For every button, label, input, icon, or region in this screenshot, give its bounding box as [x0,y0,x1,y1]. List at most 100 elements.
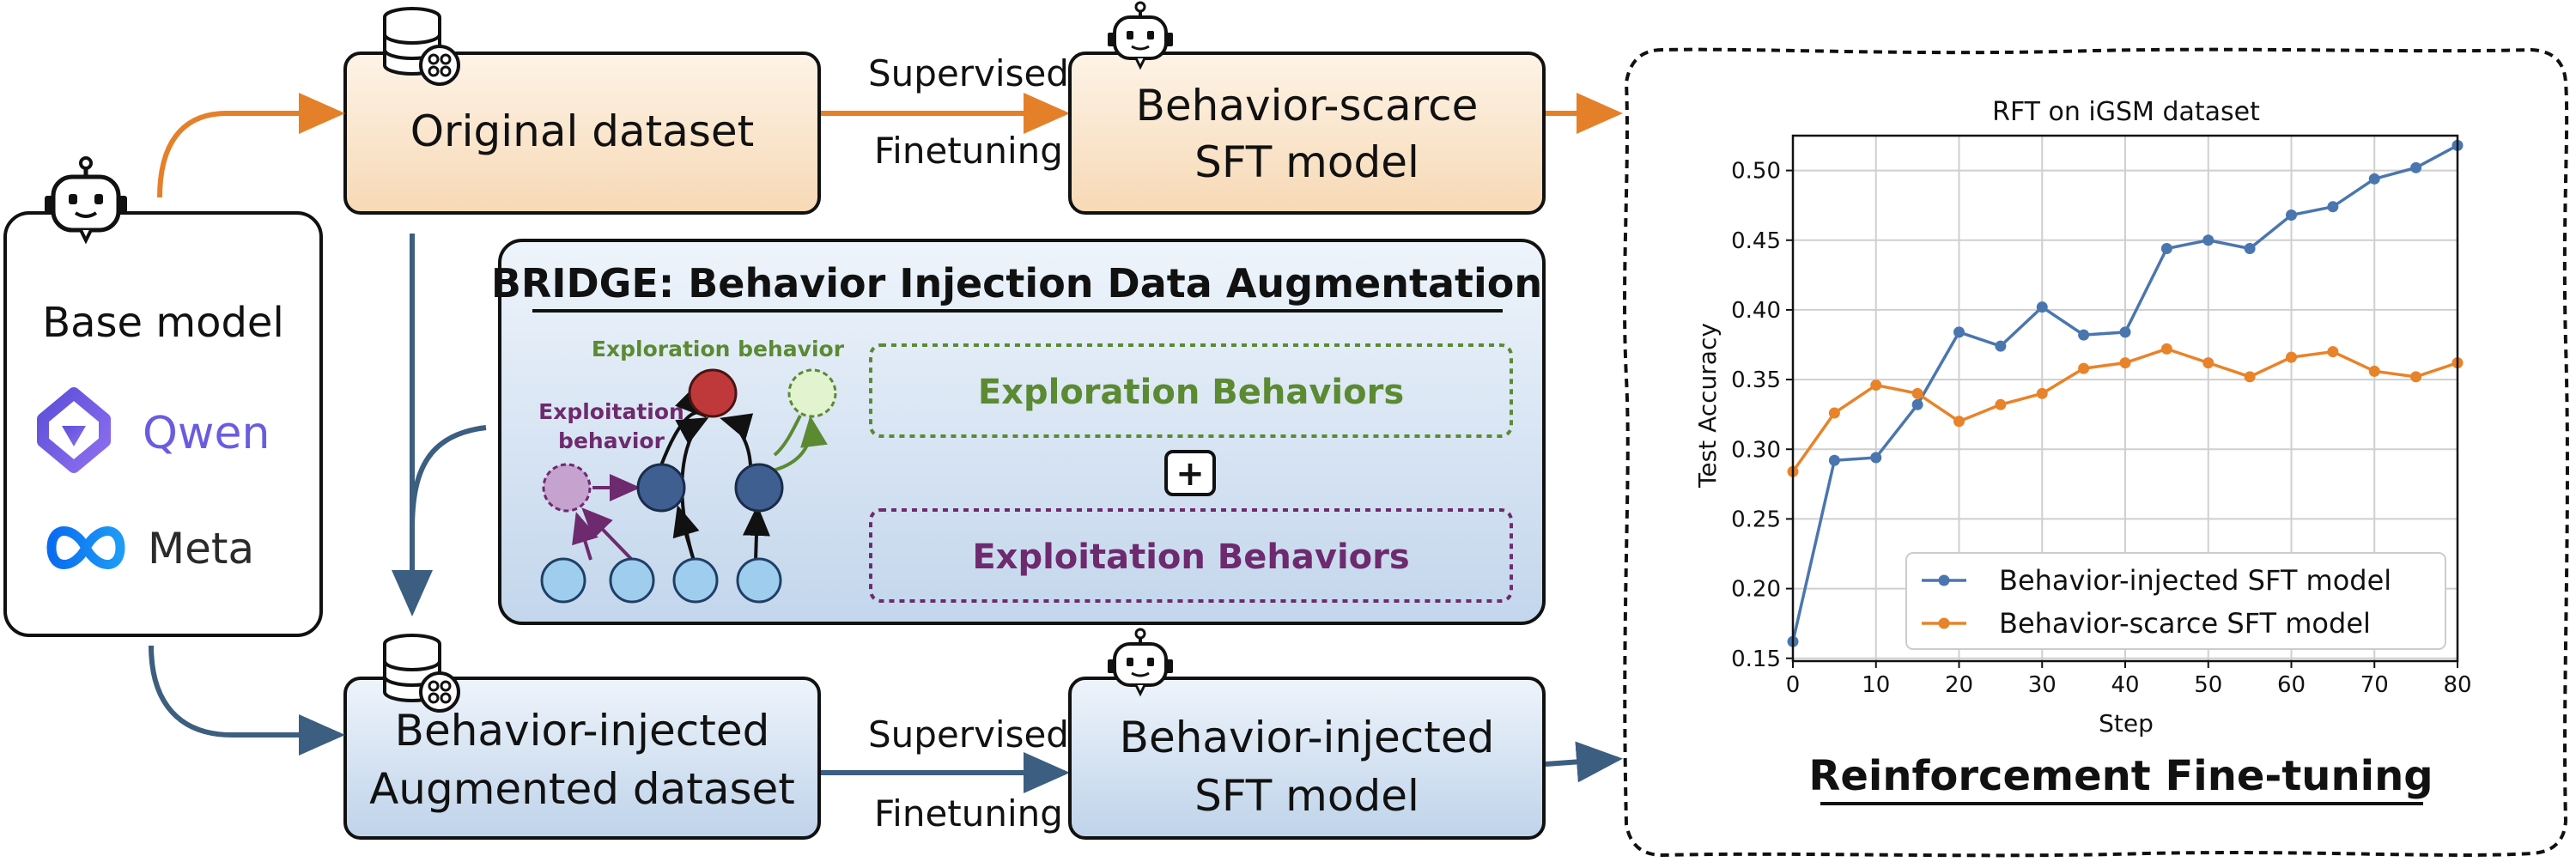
rft-accuracy-chart: RFT on iGSM dataset Step Test Accuracy 0… [1693,97,2472,738]
robot-icon [45,156,127,245]
data-point-1 [1953,416,1965,428]
augmented-dataset-box [343,677,821,840]
graph-edge [720,413,754,466]
y-tick-label: 0.20 [1731,577,1781,603]
robot-icon [1108,1,1173,70]
data-point-0 [2244,242,2256,254]
graph-node-exploitation [542,463,592,513]
chart-xlabel: Step [2099,709,2154,738]
database-icon [383,7,460,86]
exploitation-behavior-label-line2: behavior [558,428,665,453]
graph-edge-exploration [773,415,802,457]
data-point-1 [1828,407,1840,419]
plus-icon: + [1176,454,1205,494]
data-point-0 [2160,242,2172,254]
exploitation-behaviors-label: Exploitation Behaviors [972,537,1409,577]
graph-node-exploration [787,368,837,418]
behavior-injected-model-box [1068,677,1546,840]
data-point-0 [2286,209,2297,222]
data-point-0 [1953,326,1965,338]
legend-box [1905,552,2446,650]
data-point-1 [2410,371,2422,383]
qwen-logo-icon [37,387,111,473]
base-model-label: Base model [42,299,284,347]
data-point-1 [2036,387,2048,399]
bottom-to-rft-arrow [1545,741,1623,783]
exploration-behaviors-label: Exploration Behaviors [978,373,1404,412]
data-point-1 [1995,398,2007,410]
meta-label: Meta [148,524,254,574]
original-dataset-label: Original dataset [410,106,755,156]
x-tick-label: 10 [1862,672,1890,698]
data-point-0 [2202,234,2215,246]
behavior-scarce-line2: SFT model [1194,137,1419,187]
plus-icon-box [1164,450,1216,496]
data-point-1 [2119,357,2131,369]
base-model-panel: Base model Qwen Meta [3,211,323,637]
behavior-graph [540,368,837,604]
base-to-original-arrow [157,93,345,198]
data-point-1 [1911,387,1923,399]
x-tick-label: 60 [2277,672,2306,698]
data-point-0 [1828,454,1840,466]
legend-entry-label: Behavior-scarce SFT model [1999,607,2371,640]
bridge-title: BRIDGE: Behavior Injection Data Augmenta… [491,260,1542,307]
graph-node-leaf [736,557,782,604]
x-tick-label: 70 [2360,672,2389,698]
exploration-behaviors-box [869,343,1513,438]
base-to-augmented-arrow [149,645,345,756]
meta-logo-icon [46,526,125,569]
chart-ylabel: Test Accuracy [1693,323,1722,489]
exploration-behavior-label: Exploration behavior [592,337,845,361]
data-point-1 [2078,362,2090,374]
augmented-dataset-line1: Behavior-injected [395,706,770,756]
data-point-1 [2202,357,2215,369]
y-tick-label: 0.25 [1731,507,1781,532]
data-point-0 [1995,340,2007,352]
exploitation-behavior-label-line1: Exploitation [538,399,684,424]
exploitation-behaviors-box [869,508,1513,603]
graph-node-mid [734,463,784,513]
data-point-0 [2368,173,2380,185]
chart-title: RFT on iGSM dataset [1992,97,2260,127]
top-sft-upper-label: Supervised [868,52,1069,94]
y-tick-label: 0.15 [1731,646,1781,672]
behavior-scarce-line1: Behavior-scarce [1136,81,1479,131]
robot-icon [1108,628,1173,697]
graph-node-root [688,368,738,418]
bottom-sft-lower-label: Finetuning [874,792,1063,835]
graph-edge-exploitation [581,507,635,563]
original-dataset-box [343,52,821,215]
y-tick-label: 0.30 [1731,437,1781,463]
top-sft-lower-label: Finetuning [874,130,1063,172]
graph-edge [742,505,770,562]
x-tick-label: 80 [2443,672,2471,698]
y-tick-label: 0.50 [1731,159,1781,185]
data-point-1 [2160,343,2172,355]
graph-edge-exploration [772,416,828,472]
legend-entry-label: Behavior-injected SFT model [1999,564,2391,597]
chart-series [1787,139,2464,647]
data-point-0 [2410,161,2422,173]
behavior-injected-line2: SFT model [1194,771,1419,821]
legend-swatch-marker [1938,574,1950,586]
data-point-1 [1870,379,1882,392]
database-icon [383,634,460,713]
x-tick-label: 40 [2111,672,2139,698]
x-tick-label: 20 [1945,672,1973,698]
data-point-0 [2078,329,2090,341]
behavior-scarce-model-box [1068,52,1546,215]
data-point-0 [2119,326,2131,338]
chart-legend: Behavior-injected SFT modelBehavior-scar… [1905,552,2446,650]
rft-panel [1623,47,2569,858]
bottom-sft-upper-label: Supervised [868,713,1069,756]
graph-node-leaf [540,557,586,604]
graph-node-mid [636,463,686,513]
data-point-1 [2368,365,2380,377]
data-point-1 [2244,371,2256,383]
x-tick-label: 30 [2028,672,2057,698]
bridge-to-augmented-connector [410,425,487,530]
augmented-dataset-line2: Augmented dataset [369,764,795,814]
graph-node-leaf [672,557,719,604]
rft-title: Reinforcement Fine-tuning [1808,752,2433,800]
